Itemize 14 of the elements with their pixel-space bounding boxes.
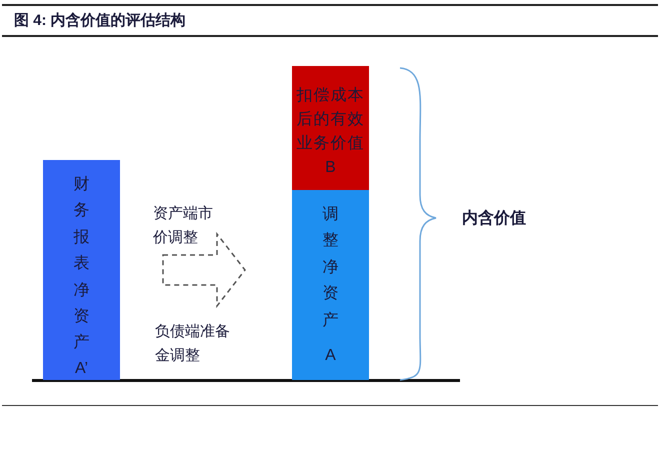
bar-label: 扣偿成本后的有效业务价值 xyxy=(296,86,364,154)
adjustment-label: 资产端市价调整 xyxy=(153,204,214,248)
bar-label: A’ xyxy=(74,358,88,379)
bar-label: 调整净资产 xyxy=(322,205,338,331)
value-bar xyxy=(292,66,369,190)
adjustment-label: 负债端准备金调整 xyxy=(155,322,231,366)
bracket-label: 内含价值 xyxy=(462,208,527,229)
value-bar xyxy=(292,190,369,380)
dashed-block-arrow xyxy=(162,232,246,308)
bar-label: A xyxy=(325,346,336,366)
value-bar xyxy=(43,160,120,380)
bar-label: 财务报表净资产 xyxy=(74,174,90,354)
bar-label: B xyxy=(325,158,336,178)
figure-title: 图 4: 内含价值的评估结构 xyxy=(14,11,186,31)
